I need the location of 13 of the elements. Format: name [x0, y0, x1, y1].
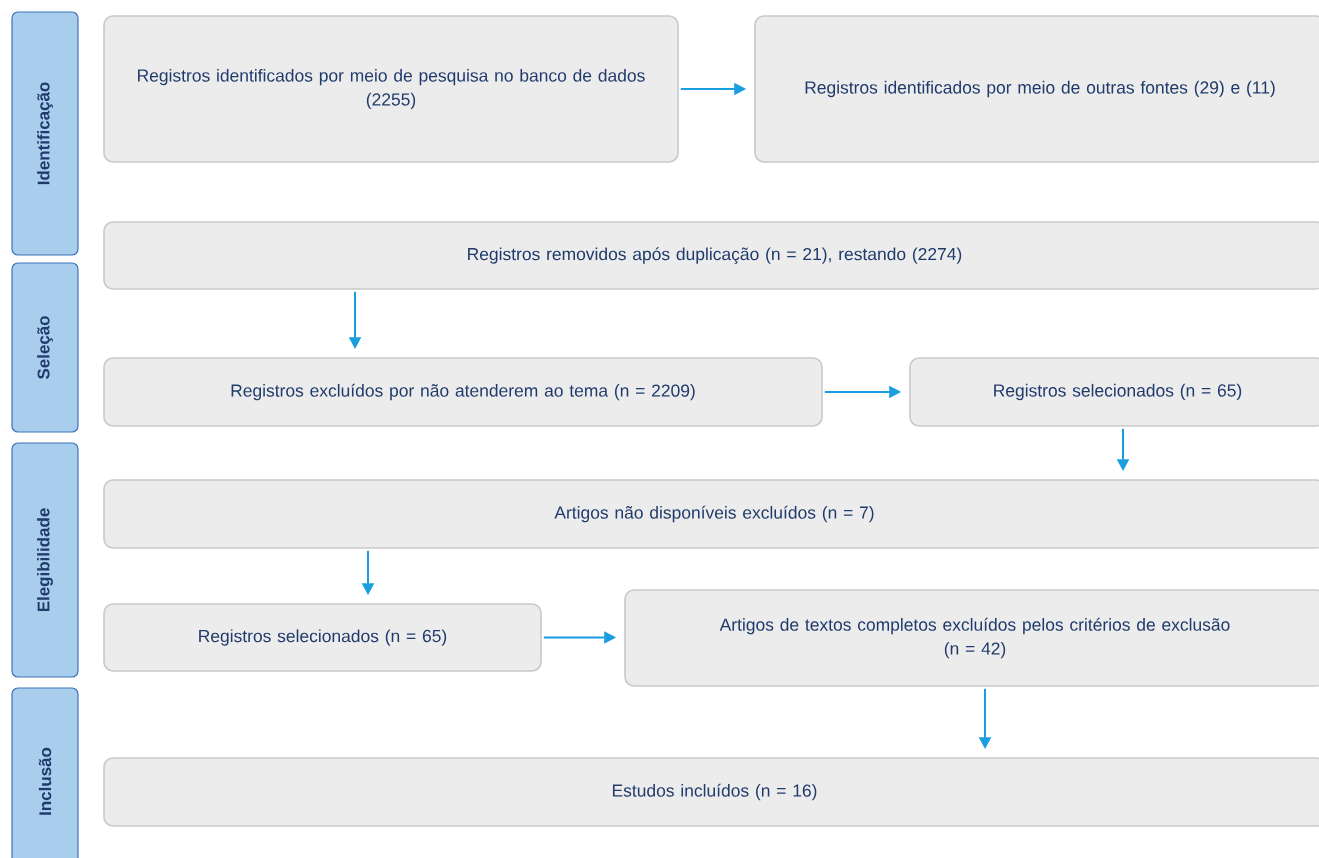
process-box: Registros excluídos por não atenderem ao tema (n = 2209)	[103, 357, 823, 427]
process-box: Registros selecionados (n = 65)	[909, 357, 1319, 427]
process-box: Artigos não disponíveis excluídos (n = 7)	[103, 479, 1319, 549]
process-box: Estudos incluídos (n = 16)	[103, 757, 1319, 827]
process-box: Artigos de textos completos excluídos pelos critérios de exclusão (n = 42)	[624, 589, 1319, 687]
stage-band: Identificação	[11, 11, 79, 256]
process-box: Registros identificados por meio de pesquisa no banco de dados (2255)	[103, 15, 679, 163]
stage-band: Elegibilidade	[11, 442, 79, 678]
process-box: Registros removidos após duplicação (n = 21), restando (2274)	[103, 221, 1319, 290]
process-box: Registros identificados por meio de outras fontes (29) e (11)	[754, 15, 1319, 163]
stage-band: Seleção	[11, 262, 79, 433]
process-box: Registros selecionados (n = 65)	[103, 603, 542, 672]
stage-band: Inclusão	[11, 687, 79, 858]
